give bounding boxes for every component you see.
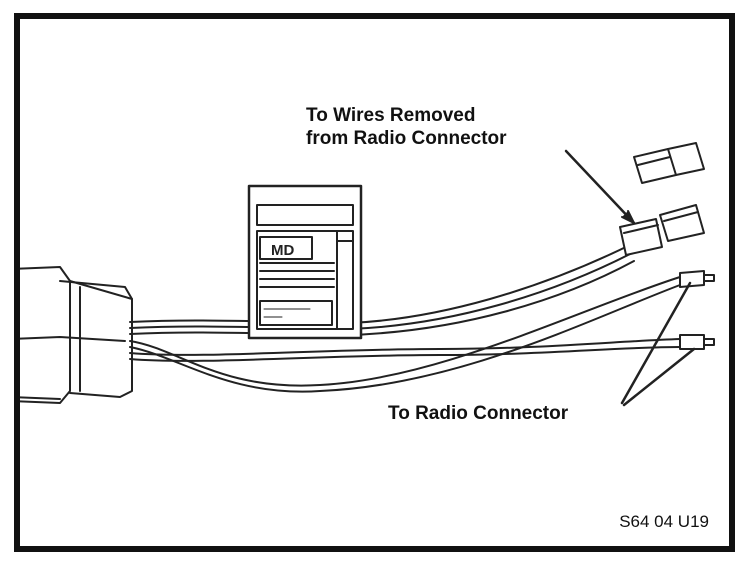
lower-wire-bundle <box>129 276 681 393</box>
callout-wires-removed: To Wires Removed from Radio Connector <box>306 104 507 150</box>
wiring-harness-drawing: MD <box>20 142 715 407</box>
illustration-frame: MD To Wires Removed from Radio Connector… <box>14 13 735 552</box>
callout-wires-removed-line2: from Radio Connector <box>306 128 507 149</box>
interface-module <box>247 184 363 340</box>
module-title: MD <box>271 242 294 259</box>
wire-connector-housing <box>619 204 705 256</box>
callout-radio-connector: To Radio Connector <box>388 403 569 424</box>
spare-connector-piece <box>633 142 705 184</box>
callout-wires-removed-line1: To Wires Removed <box>306 105 476 126</box>
leader-lines-radio <box>620 281 696 407</box>
harness-plug <box>20 266 133 404</box>
radio-terminal-ends <box>679 270 715 350</box>
figure-id: S64 04 U19 <box>619 512 709 531</box>
leader-line-wires-removed <box>564 149 636 225</box>
